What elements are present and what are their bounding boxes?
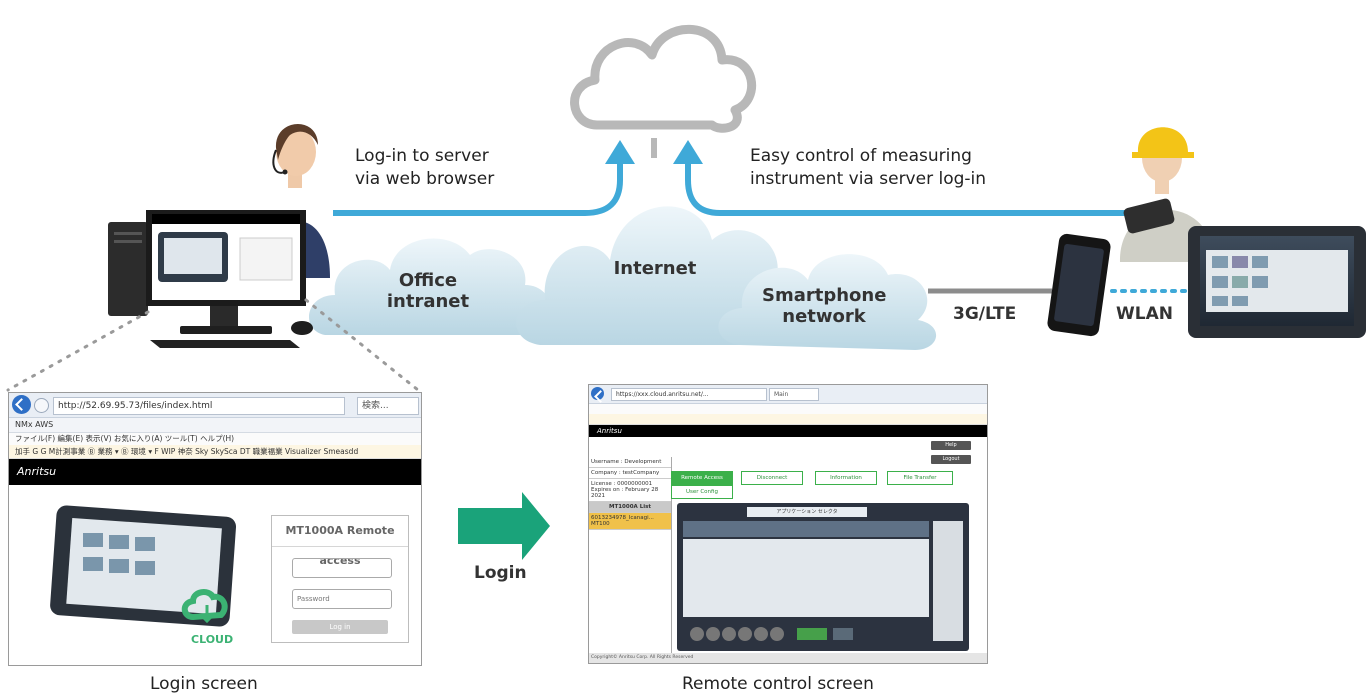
back-icon[interactable] [12, 395, 31, 414]
up-arrow-icon [673, 140, 703, 164]
instrument-title: アプリケーション セレクタ [747, 507, 867, 517]
up-arrow-icon [605, 140, 635, 164]
logout-button[interactable]: Logout [931, 455, 971, 464]
office-to-internet-line [333, 162, 623, 216]
login-screen-caption: Login screen [150, 674, 258, 694]
smartphone-network-cloud [718, 254, 937, 350]
remote-access-button[interactable]: Remote Access [671, 471, 733, 485]
internet-cloud-icon [570, 24, 756, 133]
password-field[interactable]: Password [292, 589, 392, 609]
status-bar: Copyright© Anritsu Corp. All Rights Rese… [589, 653, 987, 663]
address-bar[interactable]: http://52.69.95.73/files/index.html [53, 397, 345, 415]
device-list-title: MT1000A List [589, 502, 671, 513]
3g-lte-label: 3G/LTE [953, 304, 1017, 324]
favorites-bar[interactable] [589, 414, 987, 425]
remote-control-screenshot: https://xxx.cloud.anritsu.net/... Main A… [588, 384, 988, 664]
disconnect-button[interactable]: Disconnect [741, 471, 803, 485]
file-transfer-button[interactable]: File Transfer [887, 471, 953, 485]
username-text: Username : Development [589, 457, 671, 468]
login-button[interactable]: Log in [292, 620, 388, 634]
browser-toolbar: https://xxx.cloud.anritsu.net/... Main [589, 385, 987, 404]
wlan-label: WLAN [1116, 304, 1173, 324]
browser-tab[interactable]: Main [769, 388, 819, 401]
menu-bar[interactable] [589, 404, 987, 414]
forward-icon[interactable] [34, 398, 49, 413]
user-config-button[interactable]: User Config [671, 485, 733, 499]
instrument-screen[interactable]: アプリケーション セレクタ [677, 503, 969, 651]
login-label: Login [474, 563, 527, 583]
favorites-bar[interactable]: 加手 G G M計測事業 Ⓑ 業務 ▾ Ⓑ 環境 ▾ F WIP 神奈 Sky … [9, 445, 421, 459]
login-panel-title: MT1000A Remote access [272, 516, 408, 567]
zoom-line-left [6, 310, 150, 392]
remote-screen-caption: Remote control screen [682, 674, 874, 694]
login-server-caption: Log-in to server via web browser [355, 146, 495, 189]
measuring-instrument-icon [1188, 226, 1366, 338]
browser-tab[interactable]: NMx AWS [9, 418, 421, 433]
smartphone-network-label: Smartphone network [762, 285, 887, 327]
cloud-logo-text: CLOUD [191, 633, 233, 646]
search-input[interactable]: 検索... [357, 397, 419, 415]
account-sidebar: Username : Development Company : testCom… [589, 457, 672, 663]
desktop-pc-icon [108, 210, 313, 348]
mt1000a-device-image: CLOUD [50, 505, 237, 646]
back-icon[interactable] [591, 387, 604, 400]
login-panel: MT1000A Remote access Password Log in [271, 515, 409, 643]
zoom-line-right [304, 298, 420, 392]
username-field[interactable] [292, 558, 392, 578]
anritsu-logo: Anritsu [589, 425, 987, 437]
office-intranet-cloud [308, 238, 552, 335]
instrument-ports [690, 627, 853, 641]
field-to-internet-line [685, 162, 1125, 216]
login-arrow-icon [458, 492, 550, 560]
address-bar[interactable]: https://xxx.cloud.anritsu.net/... [611, 388, 767, 401]
license-info: License : 0000000001 Expires on : Februa… [589, 479, 671, 502]
internet-label: Internet [613, 258, 697, 279]
information-button[interactable]: Information [815, 471, 877, 485]
company-text: Company : testCompany [589, 468, 671, 479]
device-list-item[interactable]: 6013234978_Icanagi... MT100 [589, 513, 671, 530]
login-screen-screenshot: http://52.69.95.73/files/index.html 検索..… [8, 392, 422, 666]
help-button[interactable]: Help [931, 441, 971, 450]
office-intranet-label: Office intranet [386, 270, 470, 312]
smartphone-icon [1047, 233, 1111, 337]
easy-control-caption: Easy control of measuring instrument via… [750, 146, 987, 189]
anritsu-logo: Anritsu [9, 459, 421, 485]
browser-toolbar: http://52.69.95.73/files/index.html 検索..… [9, 393, 421, 418]
menu-bar[interactable]: ファイル(F) 編集(E) 表示(V) お気に入り(A) ツール(T) ヘルプ(… [9, 433, 421, 445]
